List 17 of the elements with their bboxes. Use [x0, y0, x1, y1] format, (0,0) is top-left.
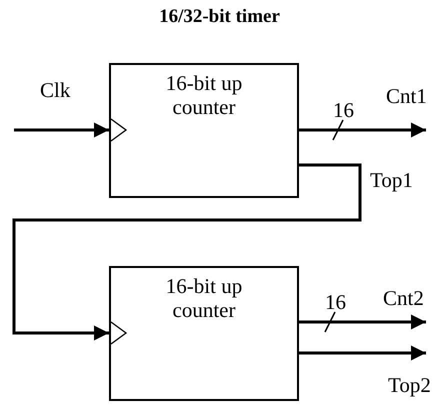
signal-arrow — [299, 346, 426, 360]
signal-arrow — [14, 122, 109, 138]
signal-label: Cnt2 — [383, 286, 424, 310]
bus-width-label: 16 — [325, 290, 346, 314]
signal-label: Clk — [40, 78, 70, 102]
diagram-title: 16/32-bit timer — [158, 6, 281, 28]
signal-label: Top2 — [388, 373, 431, 397]
block-label: 16-bit up counter — [164, 71, 244, 119]
signal-arrow — [299, 314, 426, 330]
signal-arrow — [299, 122, 426, 138]
signal-label: Cnt1 — [386, 84, 427, 108]
bus-width-label: 16 — [333, 98, 354, 122]
counter-block — [109, 266, 299, 401]
signal-label: Top1 — [370, 168, 413, 192]
block-label: 16-bit up counter — [164, 274, 244, 322]
signal-arrow — [12, 164, 362, 340]
counter-block — [109, 63, 299, 198]
